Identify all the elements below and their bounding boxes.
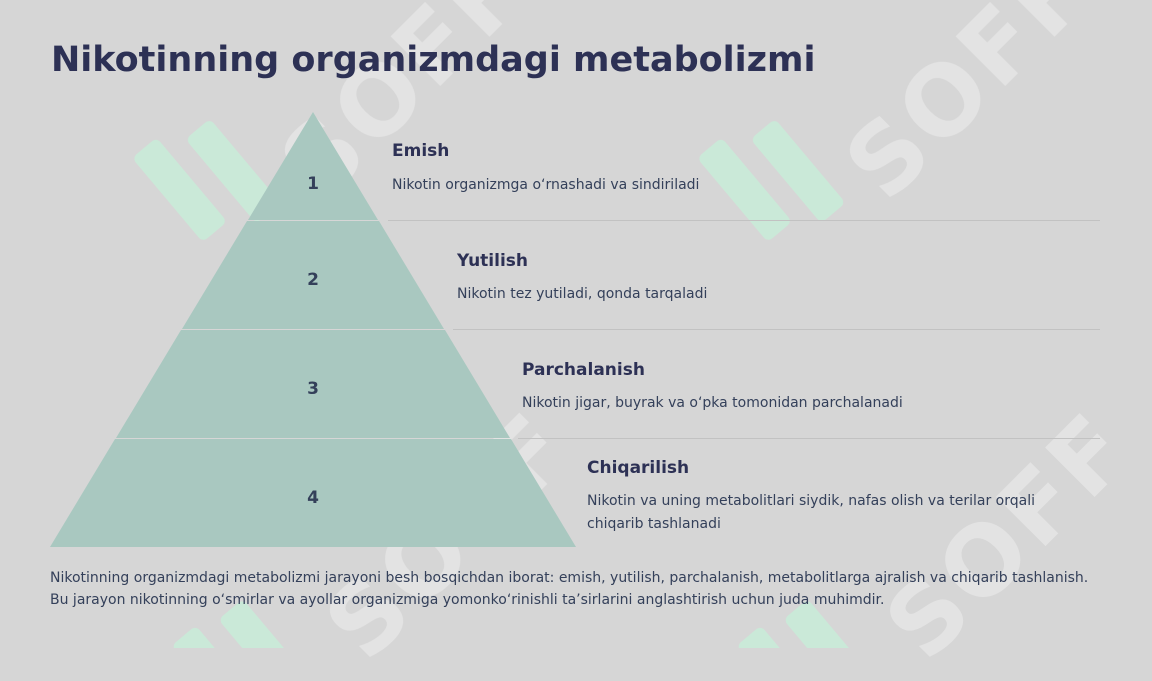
- pyramid-level-1: [248, 112, 378, 220]
- step-number: 1: [307, 174, 319, 194]
- pyramid-diagram: [50, 112, 576, 547]
- step-description: Nikotin organizmga o‘rnashadi va sindiri…: [392, 177, 700, 193]
- step-heading: Yutilish: [457, 251, 529, 271]
- pyramid-level-4: [50, 439, 576, 547]
- divider: [453, 329, 1100, 330]
- divider: [518, 438, 1100, 439]
- step-number: 3: [307, 379, 319, 399]
- step-heading: Emish: [392, 141, 450, 161]
- page-title: Nikotinning organizmdagi metabolizmi: [51, 40, 816, 80]
- step-number: 2: [307, 270, 319, 290]
- pyramid-level-2: [182, 221, 444, 329]
- step-description: Nikotin va uning metabolitlari siydik, n…: [587, 493, 1035, 532]
- step-description: Nikotin tez yutiladi, qonda tarqaladi: [457, 286, 708, 302]
- summary-text: Nikotinning organizmdagi metabolizmi jar…: [50, 570, 1089, 608]
- step-description: Nikotin jigar, buyrak va o‘pka tomonidan…: [522, 395, 903, 411]
- step-heading: Chiqarilish: [587, 458, 690, 478]
- pyramid-level-3: [116, 330, 510, 438]
- step-number: 4: [307, 488, 319, 508]
- divider: [388, 220, 1100, 221]
- step-heading: Parchalanish: [522, 360, 645, 380]
